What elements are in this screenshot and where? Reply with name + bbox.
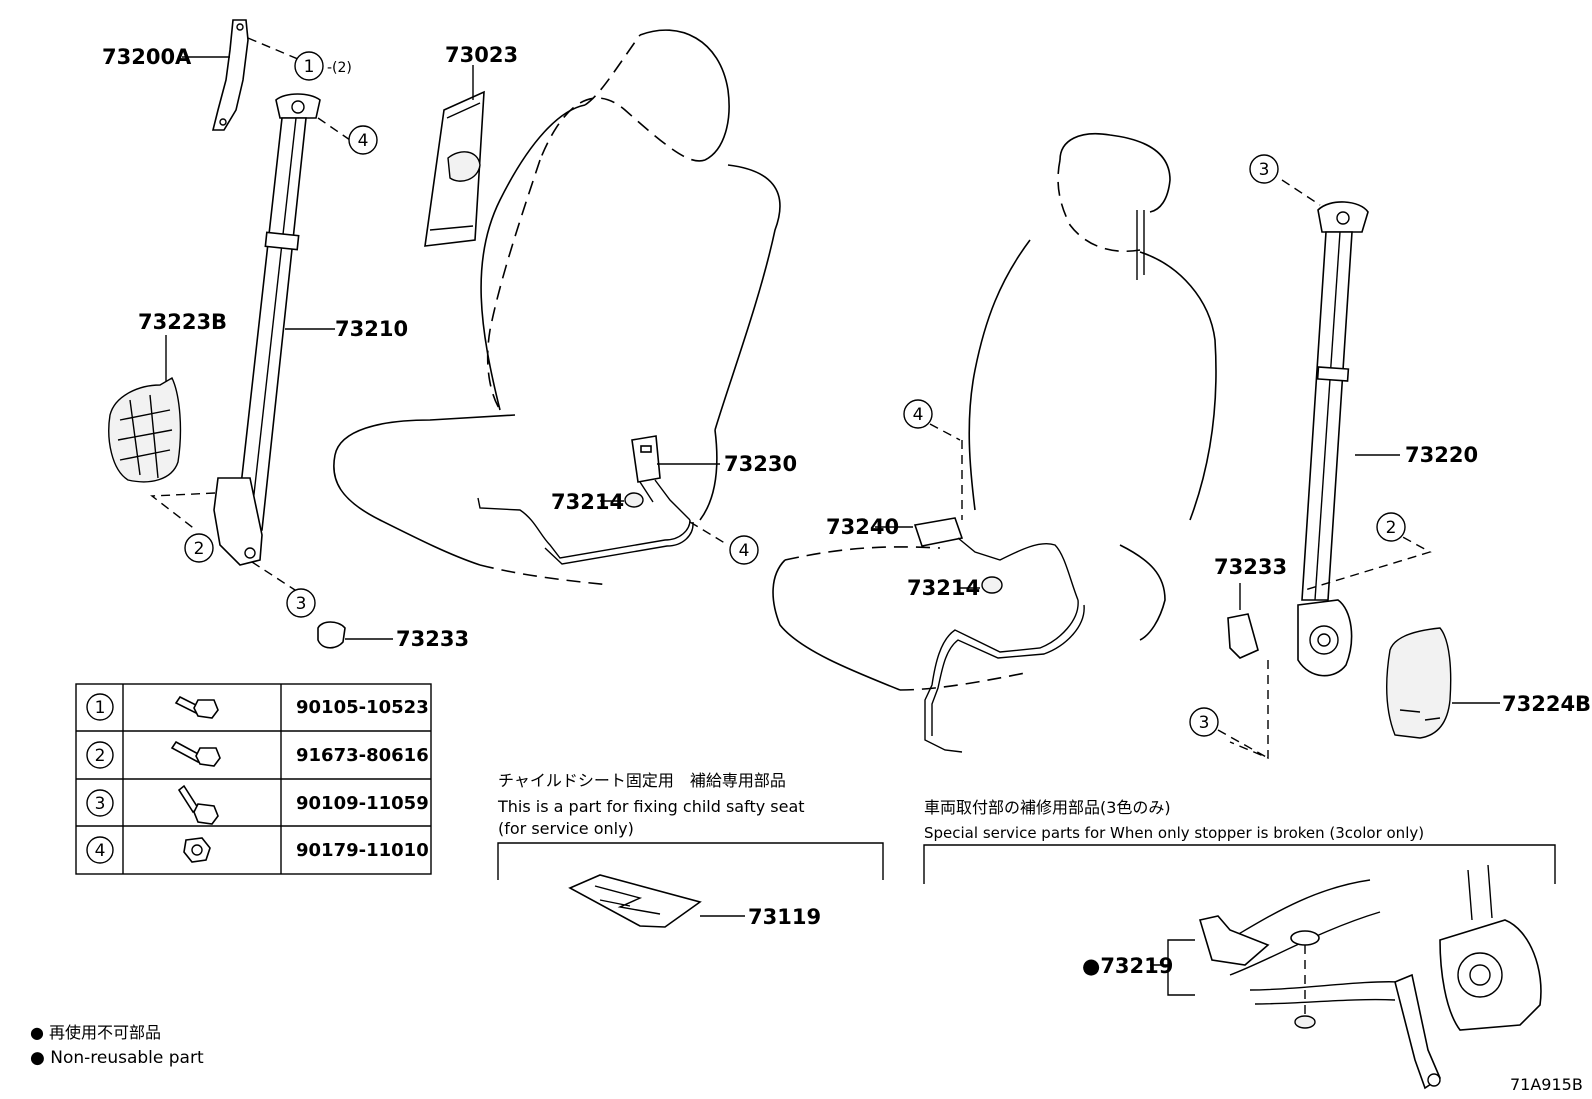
adjuster-bracket-73200A bbox=[182, 19, 306, 131]
buckle-73230 bbox=[477, 435, 729, 565]
bolt-icon bbox=[177, 784, 219, 825]
table-row: 3 90109-11059 bbox=[86, 784, 429, 825]
callout-label: 2 bbox=[1386, 518, 1397, 538]
part-label-73214-right: 73214 bbox=[907, 576, 980, 600]
callout-label: 4 bbox=[739, 541, 750, 561]
callout-3-c: 3 bbox=[1189, 707, 1269, 759]
table-row: 2 91673-80616 bbox=[86, 740, 429, 769]
bolt-icon bbox=[174, 695, 219, 719]
nut-icon bbox=[183, 837, 211, 863]
callout-label: 2 bbox=[194, 539, 205, 559]
callout-3-a: 3 bbox=[286, 588, 316, 618]
seat-belt-73210 bbox=[150, 93, 351, 591]
row-part-no: 90179-11010 bbox=[296, 840, 429, 861]
part-label-73233-left: 73233 bbox=[396, 627, 469, 651]
washer-73214-right bbox=[960, 576, 1003, 594]
row-part-no: 90105-10523 bbox=[296, 697, 429, 718]
seat-belt-73220 bbox=[1281, 179, 1432, 677]
garnish-73023 bbox=[424, 65, 485, 247]
fastener-table: 1 90105-10523 2 91673-80616 3 90109-1105 bbox=[75, 683, 432, 875]
callout-label: 4 bbox=[913, 405, 924, 425]
callout-qty: -(2) bbox=[327, 60, 352, 76]
stopper-service-section: 車両取付部の補修用部品(3色のみ) Special service parts … bbox=[923, 798, 1556, 1090]
part-label-73023: 73023 bbox=[445, 43, 518, 67]
stopper-assembly-illustration bbox=[1198, 864, 1542, 1090]
retractor-cover-73224B bbox=[1386, 627, 1500, 739]
child-seat-desc: This is a part for fixing child safty se… bbox=[497, 797, 805, 816]
callout-4-a: 4 bbox=[348, 125, 378, 155]
bolt-icon bbox=[170, 740, 221, 767]
table-row: 1 90105-10523 bbox=[86, 693, 429, 721]
row-ref: 1 bbox=[95, 698, 106, 718]
callout-3-b: 3 bbox=[1249, 154, 1279, 184]
diagram-code: 71A915B bbox=[1510, 1075, 1583, 1094]
callout-4-b: 4 bbox=[729, 535, 759, 565]
stopper-desc: Special service parts for When only stop… bbox=[924, 824, 1424, 842]
part-label-73214-left: 73214 bbox=[551, 490, 624, 514]
cover-73233-right bbox=[1227, 583, 1269, 760]
row-ref: 2 bbox=[95, 746, 106, 766]
part-label-73219: ●73219 bbox=[1082, 954, 1173, 978]
child-seat-note: (for service only) bbox=[498, 819, 634, 838]
part-label-73233-right: 73233 bbox=[1214, 555, 1287, 579]
child-seat-title-jp: チャイルドシート固定用 補給専用部品 bbox=[498, 771, 786, 790]
stopper-title-jp: 車両取付部の補修用部品(3色のみ) bbox=[924, 798, 1171, 817]
callout-4-c: 4 bbox=[903, 399, 961, 441]
callout-label: 1 bbox=[304, 57, 315, 77]
anchor-plate-73119 bbox=[568, 874, 702, 928]
part-label-73223B: 73223B bbox=[138, 310, 227, 334]
cover-73233-left bbox=[317, 621, 393, 649]
part-label-73119: 73119 bbox=[748, 905, 821, 929]
row-ref: 4 bbox=[95, 841, 106, 861]
part-label-73230: 73230 bbox=[724, 452, 797, 476]
callout-label: 4 bbox=[358, 131, 369, 151]
callout-2-b: 2 bbox=[1376, 512, 1406, 542]
part-label-73240: 73240 bbox=[826, 515, 899, 539]
part-label-73200A: 73200A bbox=[102, 45, 192, 69]
right-seat-outline bbox=[772, 133, 1217, 691]
retractor-cover-73223B bbox=[108, 335, 182, 483]
legend-jp: ● 再使用不可部品 bbox=[30, 1023, 161, 1042]
left-seat-outline bbox=[333, 29, 781, 586]
table-row: 4 90179-11010 bbox=[86, 836, 429, 864]
callout-2-a: 2 bbox=[184, 533, 214, 563]
callout-label: 3 bbox=[1199, 713, 1210, 733]
callout-label: 3 bbox=[296, 594, 307, 614]
part-label-73210: 73210 bbox=[335, 317, 408, 341]
part-label-73224B: 73224B bbox=[1502, 692, 1591, 716]
row-ref: 3 bbox=[95, 794, 106, 814]
buckle-73240 bbox=[875, 440, 1085, 753]
legend-en: ● Non-reusable part bbox=[30, 1048, 204, 1068]
callout-label: 3 bbox=[1259, 160, 1270, 180]
row-part-no: 90109-11059 bbox=[296, 793, 429, 814]
washer-73214-left bbox=[600, 492, 644, 508]
callout-1: 1 -(2) bbox=[294, 51, 352, 81]
row-part-no: 91673-80616 bbox=[296, 745, 429, 766]
part-label-73220: 73220 bbox=[1405, 443, 1478, 467]
child-seat-anchor-section: チャイルドシート固定用 補給専用部品 This is a part for fi… bbox=[497, 771, 884, 929]
